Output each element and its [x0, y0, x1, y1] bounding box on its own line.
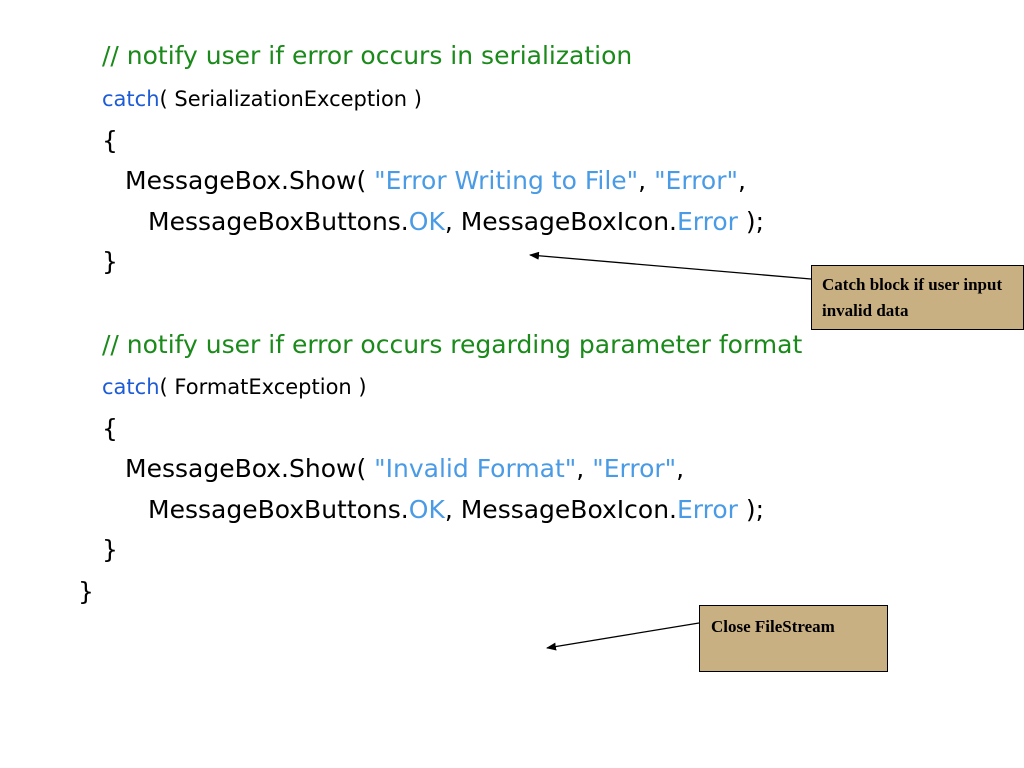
separator: ,: [676, 454, 685, 483]
string-literal: "Error": [654, 166, 738, 195]
separator: ,: [576, 454, 593, 483]
enum-value: OK: [408, 207, 445, 236]
comment-format: // notify user if error occurs regarding…: [102, 330, 803, 359]
catch-keyword: catch: [102, 375, 160, 399]
string-literal: "Invalid Format": [374, 454, 577, 483]
enum-value: Error: [677, 207, 738, 236]
outer-close-brace: }: [78, 577, 94, 606]
messagebox-args-line: MessageBoxButtons.OK, MessageBoxIcon.Err…: [148, 209, 764, 234]
messagebox-args-line: MessageBoxButtons.OK, MessageBoxIcon.Err…: [148, 497, 764, 522]
statement-end: );: [737, 207, 765, 236]
separator: ,: [738, 166, 746, 195]
method-call: MessageBox.Show(: [125, 454, 375, 483]
enum-value: Error: [677, 495, 738, 524]
catch-argument: ( SerializationException ): [159, 87, 422, 111]
catch-format-line: catch( FormatException ): [102, 377, 367, 398]
messagebox-show-line: MessageBox.Show( "Invalid Format", "Erro…: [125, 456, 684, 481]
enum-type: , MessageBoxIcon.: [444, 495, 677, 524]
close-brace: }: [102, 535, 118, 564]
comment-serialization: // notify user if error occurs in serial…: [102, 41, 633, 70]
open-brace: {: [102, 126, 118, 155]
arrow-close-filestream: [546, 622, 700, 651]
method-call: MessageBox.Show(: [125, 166, 375, 195]
separator: ,: [638, 166, 655, 195]
enum-type: , MessageBoxIcon.: [444, 207, 677, 236]
arrow-catch-block: [529, 251, 812, 280]
callout-close-filestream: Close FileStream: [699, 605, 888, 672]
catch-argument: ( FormatException ): [159, 375, 367, 399]
messagebox-show-line: MessageBox.Show( "Error Writing to File"…: [125, 168, 746, 193]
statement-end: );: [737, 495, 765, 524]
catch-serialization-line: catch( SerializationException ): [102, 89, 422, 110]
open-brace: {: [102, 414, 118, 443]
enum-type: MessageBoxButtons.: [148, 495, 409, 524]
catch-keyword: catch: [102, 87, 160, 111]
string-literal: "Error": [592, 454, 677, 483]
enum-type: MessageBoxButtons.: [148, 207, 409, 236]
close-brace: }: [102, 247, 118, 276]
enum-value: OK: [408, 495, 445, 524]
callout-catch-block: Catch block if user input invalid data: [811, 265, 1024, 330]
string-literal: "Error Writing to File": [374, 166, 639, 195]
